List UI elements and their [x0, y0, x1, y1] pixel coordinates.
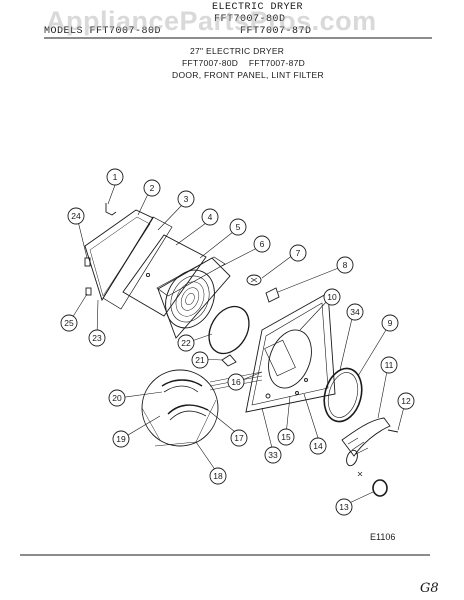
- callout-25: 25: [60, 314, 78, 332]
- svg-text:10: 10: [327, 292, 337, 302]
- svg-text:22: 22: [181, 338, 191, 348]
- door-catch: [246, 274, 262, 286]
- door-insulation: [122, 234, 207, 317]
- door-outer-panel-inner: [89, 216, 151, 297]
- callout-1: 1: [106, 168, 124, 186]
- callout-33: 33: [264, 446, 282, 464]
- svg-text:5: 5: [236, 222, 241, 232]
- callout-24: 24: [67, 207, 85, 225]
- svg-text:23: 23: [92, 333, 102, 343]
- callout-12: 12: [397, 392, 415, 410]
- callout-20: 20: [108, 389, 126, 407]
- svg-text:12: 12: [401, 396, 411, 406]
- svg-text:3: 3: [184, 194, 189, 204]
- callout-5: 5: [229, 218, 247, 236]
- svg-text:11: 11: [385, 360, 394, 370]
- insulation-dot: [145, 272, 151, 278]
- callout-14: 14: [309, 437, 327, 455]
- callout-9: 9: [381, 314, 399, 332]
- subtitle-line1: 27" ELECTRIC DRYER: [190, 46, 285, 56]
- callout-18: 18: [209, 467, 227, 485]
- svg-text:6: 6: [260, 239, 265, 249]
- svg-text:34: 34: [350, 307, 360, 317]
- exhaust-duct: [341, 417, 391, 457]
- svg-text:16: 16: [231, 377, 241, 387]
- drum-seal: [323, 367, 363, 423]
- exploded-view: [84, 203, 399, 497]
- callout-21: 21: [191, 351, 209, 369]
- duct-gasket: [372, 479, 388, 497]
- svg-text:7: 7: [296, 248, 301, 258]
- front-panel-opening: [268, 329, 312, 389]
- callout-6: 6: [253, 235, 271, 253]
- detail-circle: [141, 369, 219, 447]
- figure-code: E1106: [370, 532, 395, 542]
- panel-screw-3: [304, 378, 308, 382]
- callout-3: 3: [177, 190, 195, 208]
- svg-text:33: 33: [268, 450, 278, 460]
- door-gasket: [208, 305, 250, 355]
- svg-text:15: 15: [281, 432, 291, 442]
- door-outer-panel: [84, 209, 154, 302]
- svg-text:21: 21: [195, 355, 205, 365]
- svg-text:14: 14: [313, 441, 323, 451]
- svg-text:8: 8: [343, 260, 348, 270]
- subtitle-line3: DOOR, FRONT PANEL, LINT FILTER: [172, 70, 324, 80]
- svg-text:9: 9: [388, 318, 393, 328]
- svg-text:20: 20: [112, 393, 122, 403]
- header-title-line2: FFT7007-80D: [214, 14, 286, 25]
- detail-filter-bottom: [167, 404, 209, 415]
- svg-text:1: 1: [113, 172, 118, 182]
- door-hinge-clip: [105, 203, 117, 216]
- callout-10: 10: [323, 288, 341, 306]
- door-hinge-lower: [85, 287, 92, 296]
- panel-screw-1: [265, 393, 271, 399]
- callout-22: 22: [177, 334, 195, 352]
- door-liner: [102, 216, 173, 310]
- callout-19: 19: [112, 430, 130, 448]
- svg-text:17: 17: [234, 433, 244, 443]
- header-title-line1: ELECTRIC DRYER: [212, 2, 304, 13]
- handwritten-note: G8: [420, 581, 439, 596]
- callout-16: 16: [227, 373, 245, 391]
- detail-filter-top: [161, 379, 203, 387]
- door-catch-small: [221, 354, 237, 367]
- door-dome: [165, 269, 215, 329]
- callout-15: 15: [277, 428, 295, 446]
- callout-4: 4: [201, 208, 219, 226]
- door-inner-panel: [157, 257, 231, 339]
- callout-23: 23: [88, 329, 106, 347]
- svg-text:18: 18: [213, 471, 223, 481]
- duct-screw: [387, 429, 399, 433]
- panel-screw-2: [295, 391, 299, 395]
- lint-filter: [264, 339, 296, 377]
- svg-text:24: 24: [71, 211, 81, 221]
- callout-34: 34: [346, 303, 364, 321]
- header-models-label: MODELS FFT7007-80D: [44, 26, 162, 37]
- door-hinge-upper: [84, 257, 91, 267]
- callout-8: 8: [336, 256, 354, 274]
- callout-7: 7: [289, 244, 307, 262]
- svg-text:25: 25: [64, 318, 74, 328]
- front-panel-inner: [251, 302, 329, 406]
- front-panel: [245, 292, 336, 413]
- callout-17: 17: [230, 429, 248, 447]
- header-model-small: FFT7007-87D: [240, 26, 312, 37]
- svg-text:13: 13: [339, 502, 349, 512]
- svg-text:2: 2: [150, 183, 155, 193]
- duct-opening: [346, 449, 358, 467]
- callout-11: 11: [380, 356, 398, 374]
- callout-13: 13: [335, 498, 353, 516]
- door-strike: [265, 287, 280, 303]
- svg-text:4: 4: [208, 212, 213, 222]
- callout-2: 2: [143, 179, 161, 197]
- svg-text:19: 19: [116, 434, 126, 444]
- subtitle-line2: FFT7007-80D FFT7007-87D: [182, 58, 306, 68]
